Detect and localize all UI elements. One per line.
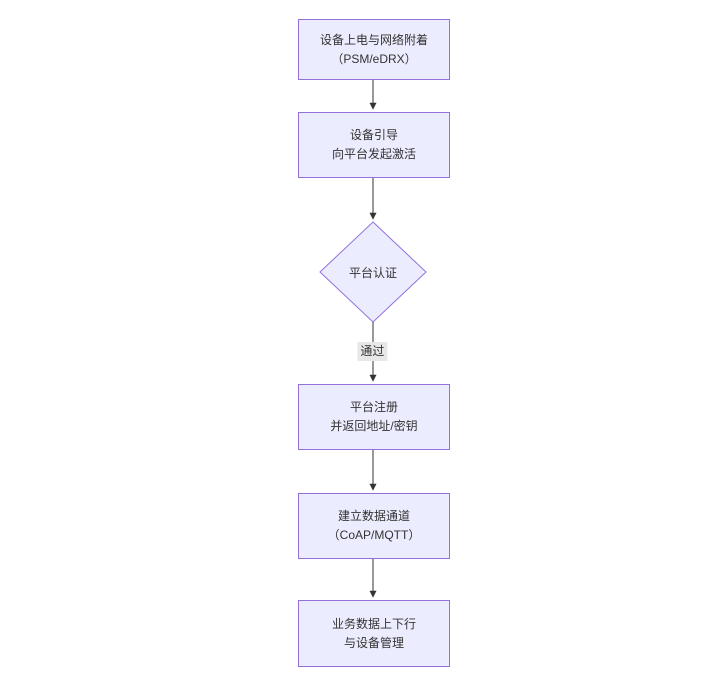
flow-node-business-data: 业务数据上下行 与设备管理: [298, 600, 450, 667]
flow-node-label-line: （PSM/eDRX）: [331, 51, 417, 66]
edge-label-pass: 通过: [357, 342, 388, 361]
flow-node-data-channel: 建立数据通道 （CoAP/MQTT）: [298, 493, 450, 559]
flow-node-label-line: 设备引导: [349, 128, 398, 142]
flow-node-label-line: 并返回地址/密钥: [330, 419, 418, 433]
flow-node-label-line: （CoAP/MQTT）: [327, 528, 421, 542]
flow-node-label-line: 业务数据上下行: [331, 616, 416, 631]
flow-node-platform-register: 平台注册 并返回地址/密钥: [298, 384, 450, 450]
flow-node-bootstrap: 设备引导 向平台发起激活: [298, 112, 450, 178]
flow-node-label-line: 与设备管理: [343, 635, 404, 650]
decision-diamond-shape: [319, 221, 427, 323]
flow-node-label-line: 建立数据通道: [337, 509, 410, 523]
flow-node-label-line: 平台注册: [349, 400, 398, 414]
flow-node-label-line: 向平台发起激活: [331, 147, 416, 161]
flow-node-power-attach: 设备上电与网络附着 （PSM/eDRX）: [298, 19, 450, 80]
flow-node-label-line: 设备上电与网络附着: [319, 32, 428, 47]
